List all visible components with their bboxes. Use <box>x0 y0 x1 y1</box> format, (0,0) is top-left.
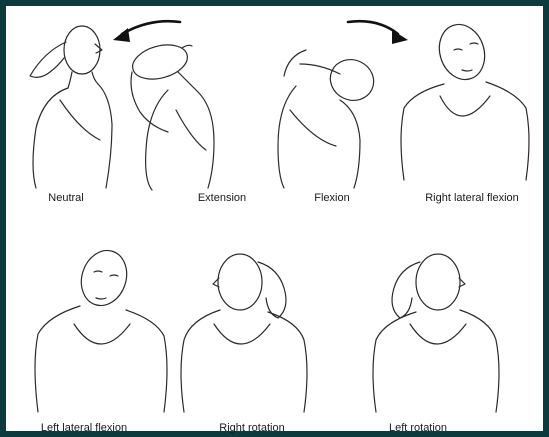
figure-right-lateral-flexion <box>401 19 529 180</box>
label-neutral: Neutral <box>48 192 83 204</box>
figure-left-lateral-flexion <box>35 245 167 412</box>
label-extension: Extension <box>198 192 246 204</box>
label-right-rotation: Right rotation <box>219 422 284 434</box>
arrow-right-curved-icon <box>348 21 398 34</box>
figure-neutral <box>30 26 112 188</box>
figure-extension <box>129 39 214 190</box>
label-right-lateral-flexion: Right lateral flexion <box>425 192 519 204</box>
figure-flexion <box>278 50 380 188</box>
arrow-left-curved-icon <box>122 21 180 34</box>
figure-left-rotation <box>373 254 499 412</box>
arrow-left-head-icon <box>113 28 130 42</box>
figure-right-rotation <box>181 254 307 412</box>
label-left-rotation: Left rotation <box>389 422 447 434</box>
label-left-lateral-flexion: Left lateral flexion <box>41 422 127 434</box>
arrow-right-head-icon <box>392 30 408 44</box>
label-flexion: Flexion <box>314 192 349 204</box>
